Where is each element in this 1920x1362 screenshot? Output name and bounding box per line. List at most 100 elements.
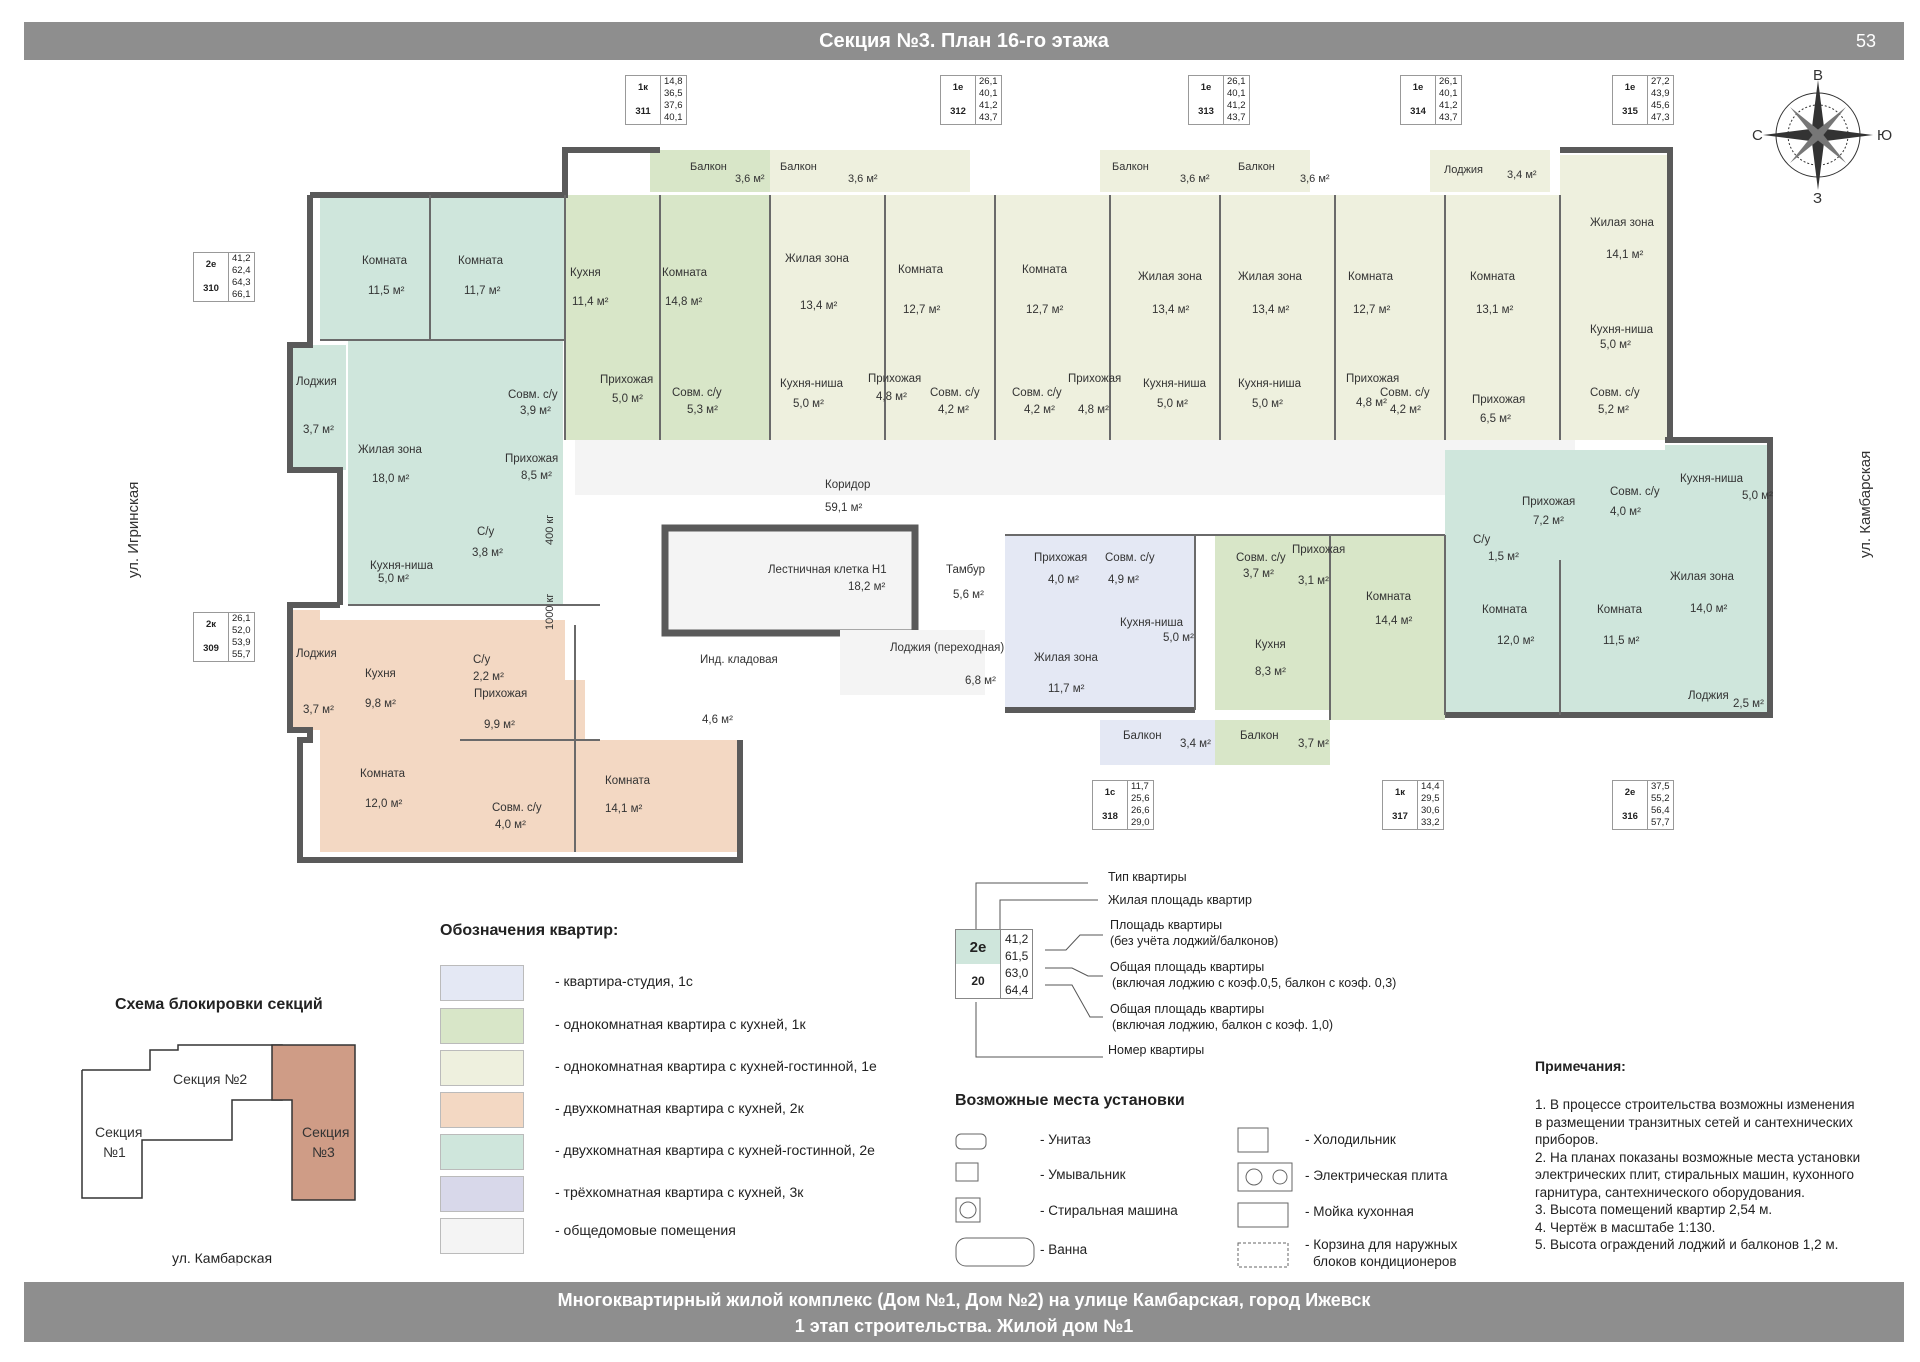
legend-item: - однокомнатная квартира с кухней-гостин… <box>555 1058 877 1074</box>
room-name: Балкон <box>780 161 817 173</box>
room-name: Жилая зона <box>1670 571 1734 583</box>
room-area: 3,8 м² <box>472 547 503 559</box>
room-area: 5,0 м² <box>1742 490 1773 502</box>
room-area: 12,7 м² <box>1353 304 1390 316</box>
room-area: 4,8 м² <box>1078 404 1109 416</box>
toilet-icon <box>955 1133 987 1150</box>
room-name: Комната <box>1470 271 1516 283</box>
room-area: 13,1 м² <box>1476 304 1513 316</box>
room-name: Прихожая <box>1292 544 1345 556</box>
room-name: Комната <box>360 768 406 780</box>
washing-machine-icon <box>955 1197 981 1223</box>
legend-swatch-3k <box>440 1176 524 1212</box>
room-area: 5,2 м² <box>1598 404 1629 416</box>
room-area: 18,2 м² <box>848 581 885 593</box>
room-area: 12,0 м² <box>1497 635 1534 647</box>
legend-swatch-1e <box>440 1050 524 1086</box>
room-area: 5,0 м² <box>378 573 409 585</box>
compass-east: Ю <box>1877 127 1892 144</box>
washbasin-icon <box>955 1162 979 1182</box>
legend-item: - двухкомнатная квартира с кухней-гостин… <box>555 1142 875 1158</box>
room-name: Кухня-ниша <box>1590 324 1654 336</box>
note-line: 1. В процессе строительства возможны изм… <box>1535 1097 1855 1112</box>
room-area: 14,1 м² <box>605 803 642 815</box>
compass-icon <box>1763 80 1873 190</box>
room-name: Кухня-ниша <box>1680 473 1744 485</box>
room-name: Прихожая <box>474 688 527 700</box>
schema-title: Схема блокировки секций <box>115 996 323 1013</box>
room-name: Лоджия <box>296 376 337 388</box>
room-area: 5,0 м² <box>612 393 643 405</box>
street-bottom: ул. Камбарская <box>172 1250 273 1266</box>
compass-west: С <box>1752 127 1763 144</box>
room-name: Балкон <box>690 161 727 173</box>
apt-314-loggia <box>1430 150 1550 192</box>
room-area: 11,5 м² <box>368 285 405 297</box>
room-area: 4,2 м² <box>938 404 969 416</box>
example-label: Тип квартиры <box>1108 870 1187 884</box>
room-name: Совм. с/у <box>672 387 722 399</box>
room-name: Коридор <box>825 479 870 491</box>
elevator-capacity: 400 кг <box>544 515 556 545</box>
room-name: Кухня <box>570 267 601 279</box>
apt-311-balcony <box>650 150 770 192</box>
transit-loggia <box>840 630 985 695</box>
room-name: Комната <box>458 255 504 267</box>
room-area: 5,0 м² <box>1252 398 1283 410</box>
room-name: Прихожая <box>1346 373 1399 385</box>
room-name: Прихожая <box>1068 373 1121 385</box>
apt-313 <box>1110 195 1335 440</box>
apt-310-room-b <box>430 195 565 340</box>
note-line: 2. На планах показаны возможные места ус… <box>1535 1149 1861 1165</box>
room-name: Балкон <box>1112 161 1149 173</box>
room-name: Комната <box>605 775 651 787</box>
room-name: Комната <box>662 267 708 279</box>
room-name: Прихожая <box>505 453 558 465</box>
schema-section-1-num: №1 <box>103 1144 126 1160</box>
example-label: Номер квартиры <box>1108 1043 1205 1057</box>
notes-title: Примечания: <box>1535 1058 1626 1074</box>
room-name: Комната <box>1482 604 1528 616</box>
room-name: Совм. с/у <box>508 389 558 401</box>
room-area: 4,0 м² <box>1048 574 1079 586</box>
room-area: 14,0 м² <box>1690 603 1727 615</box>
interior-walls <box>320 195 1561 852</box>
room-area: 1,5 м² <box>1488 551 1519 563</box>
note-line: 5. Высота ограждений лоджий и балконов 1… <box>1535 1237 1839 1252</box>
fixtures-title: Возможные места установки <box>955 1092 1185 1109</box>
legend-swatch-common <box>440 1218 524 1254</box>
example-label: Общая площадь квартиры <box>1110 960 1265 974</box>
compass-south: З <box>1813 190 1822 207</box>
room-name: Кухня-ниша <box>370 560 434 572</box>
room-area: 3,4 м² <box>1180 738 1211 750</box>
room-area: 9,9 м² <box>484 719 515 731</box>
room-name: Совм. с/у <box>930 387 980 399</box>
legend-item: - трёхкомнатная квартира с кухней, 3к <box>555 1184 804 1200</box>
bathtub-icon <box>955 1237 1035 1267</box>
room-name: Прихожая <box>1034 552 1087 564</box>
apt-317-room <box>1330 535 1445 720</box>
apt-310-loggia <box>290 345 346 470</box>
apt-311-room <box>660 195 770 440</box>
apt-311-kitchen <box>565 195 660 440</box>
apt-309-hall <box>460 680 585 755</box>
apt-313-room <box>995 195 1110 440</box>
room-area: 14,8 м² <box>665 296 702 308</box>
footer-line2: 1 этап строительства. Жилой дом №1 <box>794 1316 1134 1336</box>
room-area: 14,1 м² <box>1606 249 1643 261</box>
room-area: 3,9 м² <box>520 405 551 417</box>
room-name: Комната <box>898 264 944 276</box>
room-name: Лоджия (переходная) <box>890 642 1004 654</box>
room-area: 4,8 м² <box>1356 397 1387 409</box>
room-name: Кухня-ниша <box>1143 378 1207 390</box>
room-name: Жилая зона <box>358 444 422 456</box>
legend-swatch-studio <box>440 965 524 1001</box>
room-area: 5,0 м² <box>793 398 824 410</box>
room-area: 13,4 м² <box>1252 304 1289 316</box>
note-line: электрических плит, стиральных машин, ку… <box>1535 1167 1855 1182</box>
